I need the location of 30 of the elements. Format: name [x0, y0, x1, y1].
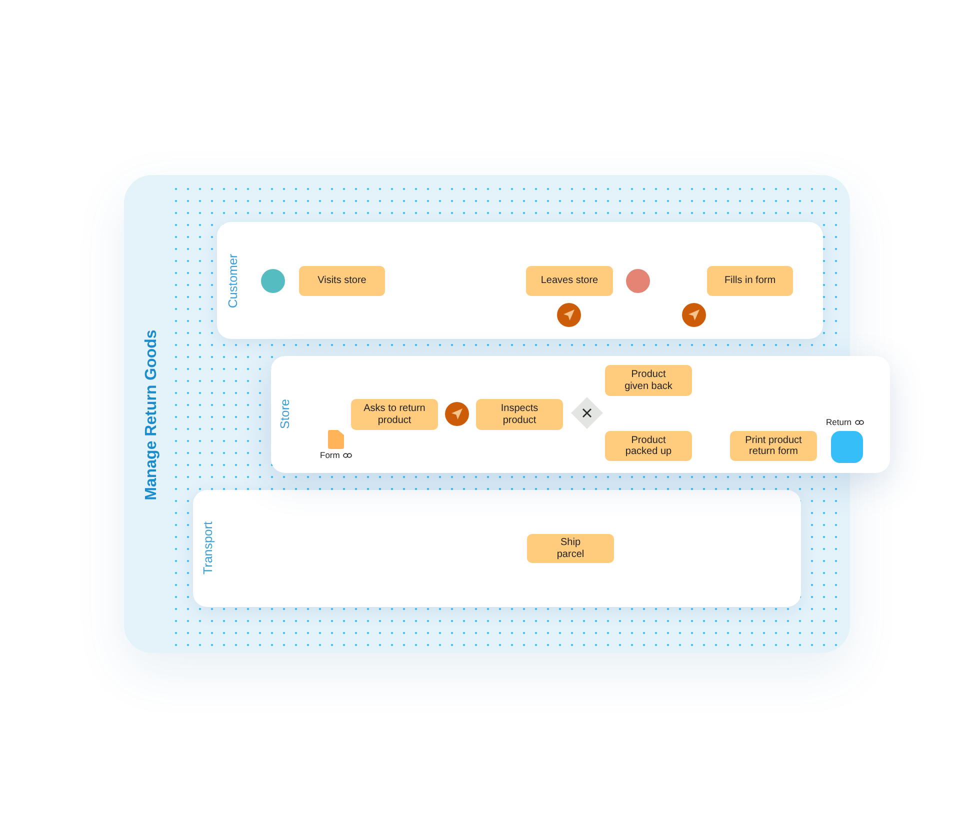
data-label: Return — [826, 418, 852, 426]
task-box — [730, 431, 817, 461]
task-box — [527, 534, 614, 563]
task-box — [351, 399, 438, 430]
task-label: Product given back — [624, 369, 674, 392]
task-box — [605, 365, 692, 396]
data-label: Form — [320, 451, 340, 460]
lane-label: Customer — [226, 254, 240, 308]
lane-label: Store — [278, 399, 292, 429]
task-label: Inspects product — [500, 403, 540, 426]
swimlane — [271, 356, 890, 473]
task-box — [299, 266, 385, 296]
swimlane — [193, 490, 801, 607]
start-event-circle — [261, 269, 285, 293]
task-label: Leaves store — [540, 275, 598, 287]
task-label: Visits store — [318, 275, 366, 287]
document-shape — [328, 430, 344, 449]
task-box — [707, 266, 793, 296]
task-label: Print product return form — [744, 434, 803, 458]
task-box — [526, 266, 613, 296]
task-box — [605, 431, 692, 461]
task-label: Asks to return product — [363, 403, 426, 426]
pool-title: Manage Return Goods — [144, 330, 160, 500]
task-label: Fills in form — [724, 275, 776, 287]
swimlane — [217, 222, 823, 339]
task-label: Product packed up — [624, 434, 673, 458]
lane-label: Transport — [202, 521, 214, 575]
task-label: Ship parcel — [556, 537, 586, 560]
task-box — [476, 399, 563, 430]
end-event-circle — [626, 269, 650, 293]
